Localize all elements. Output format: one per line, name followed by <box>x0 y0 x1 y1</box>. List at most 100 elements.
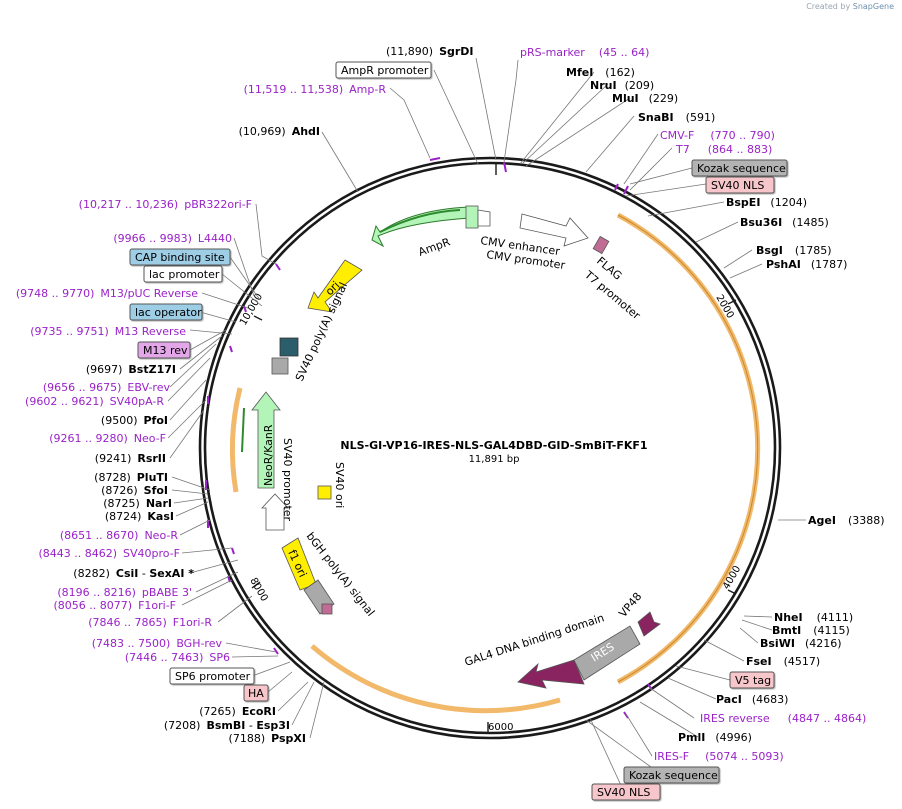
credit-prefix: Created by <box>806 2 851 11</box>
backbone-outer-ring <box>198 156 782 740</box>
box-m13-rev: M13 rev <box>137 341 191 359</box>
label-kasi: (8724)KasI <box>105 510 174 523</box>
label-ebv-rev: (9656 .. 9675)EBV-rev <box>43 381 171 394</box>
label-pfoi: (9500)PfoI <box>101 414 168 427</box>
label-mlui: MluI(229) <box>612 92 678 105</box>
svg-text:SP6 promoter: SP6 promoter <box>175 670 251 683</box>
label-sp6: (7446 .. 7463)SP6 <box>125 651 230 664</box>
vp48-label: VP48 <box>616 590 644 620</box>
label-nari: (8725)NarI <box>103 497 172 510</box>
svg-text:CAP binding site: CAP binding site <box>135 251 225 264</box>
label-mfei: MfeI(162) <box>566 66 635 79</box>
leader-lines <box>167 57 806 793</box>
label-f1ori-r: (7846 .. 7865)F1ori-R <box>88 616 212 629</box>
sv40-ori-label: SV40 ori <box>333 462 346 508</box>
label-m13-puc-reverse: (9748 .. 9770)M13/pUC Reverse <box>16 287 198 300</box>
box-ha: HA <box>243 684 269 702</box>
label-fsei: FseI(4517) <box>746 655 820 668</box>
box-sv40-nls-top: SV40 NLS <box>705 176 775 194</box>
svg-text:SV40 NLS: SV40 NLS <box>597 786 650 799</box>
feature-ampr: AmpR <box>371 205 491 259</box>
label-csii-sexai: (8282)CsiI - SexAI * <box>73 567 194 580</box>
orf-track-left <box>229 387 243 493</box>
label-sgrdi: (11,890)SgrDI <box>386 45 474 58</box>
label-agei: AgeI(3388) <box>808 514 885 527</box>
feature-neor: NeoR/KanR <box>241 391 281 489</box>
neor-label: NeoR/KanR <box>262 424 275 486</box>
map-title: NLS-GI-VP16-IRES-NLS-GAL4DBD-GID-SmBiT-F… <box>340 439 647 452</box>
box-cap-binding-site: CAP binding site <box>129 248 231 266</box>
tick-6000: 6000 <box>488 722 513 733</box>
sv40-promoter-label: SV40 promoter <box>281 438 294 522</box>
feature-vp48: VP48 <box>616 590 661 637</box>
label-pshai: PshAI(1787) <box>766 258 847 271</box>
svg-text:lac operator: lac operator <box>135 306 202 319</box>
svg-text:M13 rev: M13 rev <box>143 344 188 357</box>
primer-marks <box>205 157 653 719</box>
label-pmli: PmlI(4996) <box>678 731 752 744</box>
label-l4440: (9966 .. 9983)L4440 <box>113 232 232 245</box>
feature-sv40-polya-top: SV40 poly(A) signal <box>271 280 350 383</box>
svg-text:Kozak sequence: Kozak sequence <box>697 162 786 175</box>
boxed-labels: AmpR promoter Kozak sequence SV40 NLS CA… <box>129 61 788 801</box>
label-bsiwi: BsiWI(4216) <box>760 637 842 650</box>
label-rsrii: (9241)RsrII <box>95 452 166 465</box>
label-bsmbi-esp3i: (7208)BsmBI - Esp3I <box>164 719 290 732</box>
label-bspei: BspEI(1204) <box>726 196 807 209</box>
label-snabi: SnaBI(591) <box>638 111 715 124</box>
box-ampr-promoter: AmpR promoter <box>335 61 432 79</box>
svg-text:V5 tag: V5 tag <box>735 674 771 687</box>
box-v5-tag: V5 tag <box>729 671 775 689</box>
map-length: 11,891 bp <box>469 454 520 465</box>
box-lac-promoter: lac promoter <box>143 265 223 283</box>
site-labels: (11,890)SgrDI pRS-marker(45 .. 64) MfeI(… <box>16 45 885 763</box>
orf-track-right-edge <box>617 214 759 683</box>
feature-bgh-polya: bGH poly(A) signal <box>303 530 377 619</box>
label-pluti: (8728)PluTI <box>94 471 168 484</box>
label-m13-reverse: (9735 .. 9751)M13 Reverse <box>30 325 186 338</box>
label-bsu36i: Bsu36I(1485) <box>740 216 829 229</box>
label-nrui: NruI(209) <box>590 79 654 92</box>
backbone-inner-ring <box>203 161 777 735</box>
svg-text:HA: HA <box>248 687 264 700</box>
feature-flag: FLAG T7 promoter <box>581 235 643 322</box>
tick-marks <box>251 163 737 734</box>
box-kozak-top: Kozak sequence <box>691 159 788 177</box>
label-ires-reverse: IRES reverse(4847 .. 4864) <box>700 712 866 725</box>
credit-brand: SnapGene <box>852 2 894 11</box>
svg-text:SV40 NLS: SV40 NLS <box>711 179 764 192</box>
label-bsgi: BsgI(1785) <box>756 244 831 257</box>
feature-cmv: CMV enhancer CMV promoter <box>480 213 589 272</box>
label-f1ori-f: (8056 .. 8077)F1ori-F <box>54 599 177 612</box>
svg-text:lac promoter: lac promoter <box>149 268 220 281</box>
label-neo-r: (8651 .. 8670)Neo-R <box>60 529 178 542</box>
label-ires-f: IRES-F(5074 .. 5093) <box>654 750 784 763</box>
label-nhei: NheI(4111) <box>774 611 853 624</box>
label-sfoi: (8726)SfoI <box>101 484 168 497</box>
label-t7: T7(864 .. 883) <box>675 143 772 156</box>
snapgene-credit: Created by SnapGene <box>806 2 894 11</box>
orf-track-bottom <box>310 644 561 714</box>
label-pbr322ori-f: (10,217 .. 10,236)pBR322ori-F <box>79 198 252 211</box>
feature-sv40-ori: SV40 ori <box>317 462 346 508</box>
label-sv40pro-f: (8443 .. 8462)SV40pro-F <box>38 547 180 560</box>
feature-ires: IRES <box>573 625 641 681</box>
ampr-label: AmpR <box>417 235 453 259</box>
label-pspxi: (7188)PspXI <box>229 732 306 745</box>
label-paci: PacI(4683) <box>716 693 788 706</box>
box-lac-operator: lac operator <box>129 303 203 321</box>
label-cmv-f: CMV-F(770 .. 790) <box>660 129 775 142</box>
label-pbabe-3: (8196 .. 8216)pBABE 3' <box>57 586 192 599</box>
label-amp-r: (11,519 .. 11,538)Amp-R <box>244 83 387 96</box>
label-sv40pa-r: (9602 .. 9621)SV40pA-R <box>25 395 164 408</box>
label-prs-marker: pRS-marker(45 .. 64) <box>520 46 649 59</box>
label-bgh-rev: (7483 .. 7500)BGH-rev <box>92 637 223 650</box>
label-bstz17i: (9697)BstZ17I <box>86 363 176 376</box>
label-ecori: (7265)EcoRI <box>199 705 276 718</box>
svg-text:AmpR promoter: AmpR promoter <box>341 64 429 77</box>
feature-sv40-promoter: SV40 promoter <box>261 438 294 531</box>
tick-8000: 8000 <box>247 576 269 604</box>
svg-text:Kozak sequence: Kozak sequence <box>629 769 718 782</box>
box-sp6-promoter: SP6 promoter <box>169 667 255 685</box>
